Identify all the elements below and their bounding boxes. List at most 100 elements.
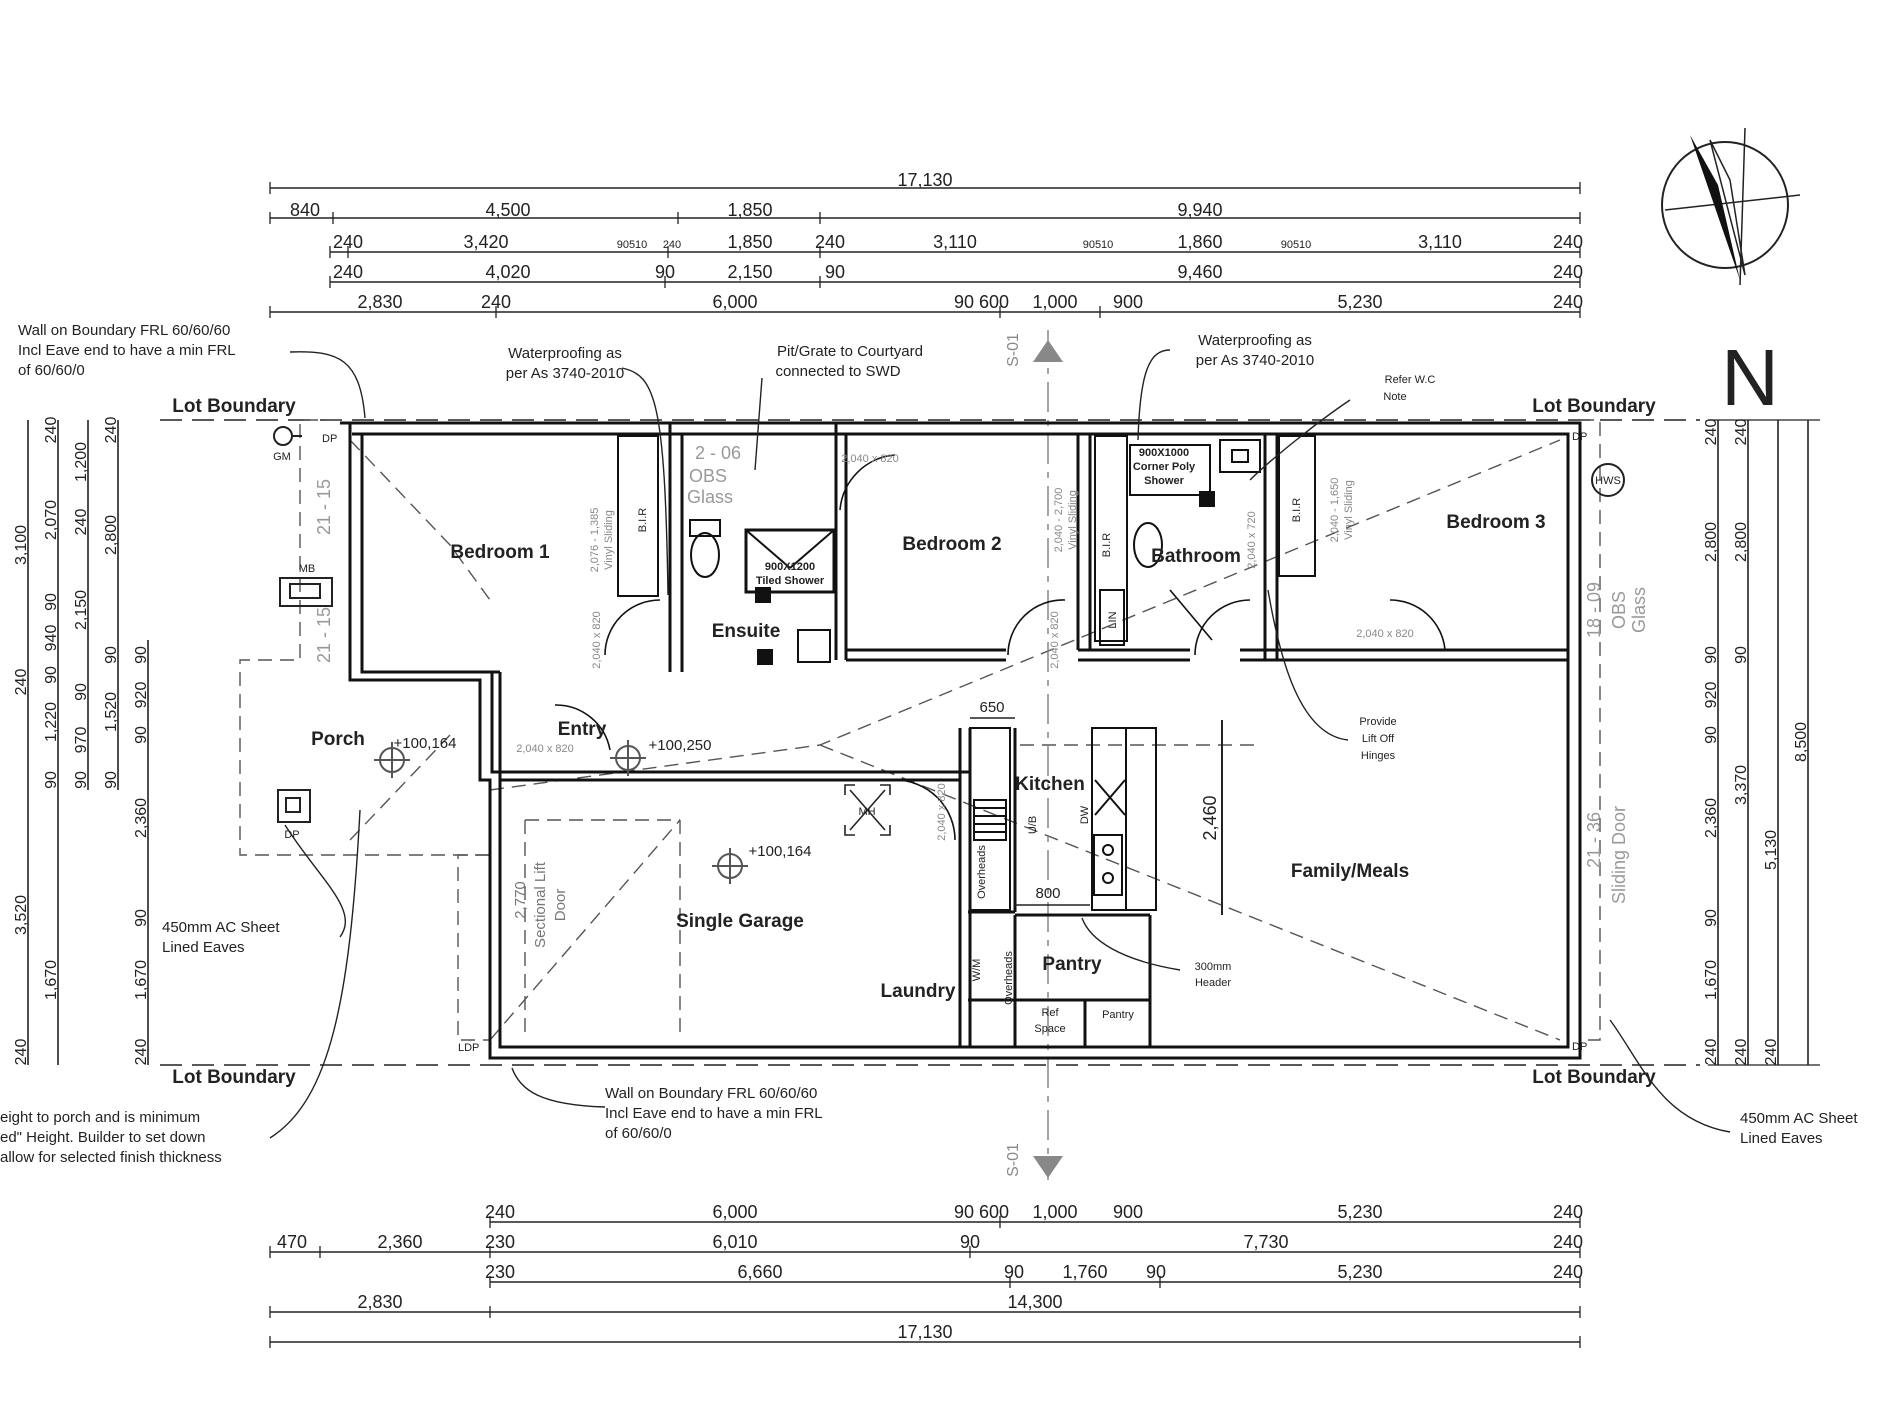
dim-label: 240: [1733, 419, 1750, 446]
dim-label: 240: [333, 232, 363, 252]
lot-boundary-label: Lot Boundary: [172, 396, 296, 417]
bir-label: B.I.R: [1101, 533, 1113, 558]
glass-label: Glass: [687, 487, 733, 507]
lot-boundary-label: Lot Boundary: [1532, 396, 1656, 417]
dishwasher-label: DW: [1079, 805, 1091, 824]
hot-water-label: HWS: [1595, 475, 1621, 487]
dim-label: 240: [485, 1202, 515, 1222]
linen-label: LIN: [1107, 611, 1119, 628]
section-label: S-01: [1005, 1143, 1022, 1177]
vinyl-sliding-label: 2,040 - 1,650: [1329, 478, 1341, 543]
dim-label: 7,730: [1243, 1232, 1288, 1252]
dim-label: 90: [43, 593, 60, 611]
room-entry: Entry: [558, 719, 607, 740]
left-dimension-labels: 3,100 240 3,520 240 240 2,070 90 940 90 …: [13, 417, 150, 1066]
section-cut-line: S-01 S-01: [1005, 330, 1063, 1180]
kitchen-bench: [969, 727, 1011, 911]
ref-space-label: Space: [1034, 1023, 1065, 1035]
dim-label: 2,830: [357, 292, 402, 312]
right-dimension-labels: 240 2,800 90 920 90 2,360 90 1,670 240 2…: [1703, 419, 1810, 1066]
sliding-door-label: Sliding Door: [1609, 806, 1629, 904]
manhole-icon: [844, 784, 891, 836]
dim-label: 4,020: [485, 262, 530, 282]
dim-label: 240: [1763, 1039, 1780, 1066]
note-pit-grate: Pit/Grate to Courtyard: [777, 343, 923, 360]
hot-water-icon: [1591, 463, 1625, 497]
dim-label: 230: [485, 1262, 515, 1282]
dim-label: 6,000: [712, 292, 757, 312]
dim-label: 240: [1703, 1039, 1720, 1066]
dim-2460: 2,460: [1200, 795, 1220, 840]
dim-label: 1,860: [1177, 232, 1222, 252]
obs-label: OBS: [1609, 591, 1629, 629]
dim-label: 90510: [617, 239, 648, 251]
dim-label: 940: [43, 625, 60, 652]
shower-label: Tiled Shower: [756, 575, 825, 587]
note-header: 300mm: [1195, 961, 1232, 973]
room-bedroom-2: Bedroom 2: [902, 534, 1001, 555]
dim-label: 920: [1703, 682, 1720, 709]
downpipe-label: DP: [1572, 431, 1587, 443]
top-dimension-labels: 17,130 840 4,500 1,850 9,940 240 3,420 9…: [290, 170, 1583, 312]
dim-label: 2,800: [1733, 522, 1750, 562]
dim-label: 240: [1733, 1039, 1750, 1066]
dim-label: 90: [655, 262, 675, 282]
lot-boundary-label: Lot Boundary: [1532, 1067, 1656, 1088]
room-family-meals: Family/Meals: [1291, 861, 1409, 882]
dim-650: 650: [979, 699, 1004, 716]
dim-label: 5,230: [1337, 292, 1382, 312]
dim-label: 1,220: [43, 702, 60, 742]
dim-label: 900: [1113, 292, 1143, 312]
room-bedroom-1: Bedroom 1: [450, 542, 550, 563]
dim-label: 240: [481, 292, 511, 312]
lot-boundary-lines: [160, 419, 1700, 1066]
dim-label: 600: [979, 292, 1009, 312]
dim-label: 240: [663, 239, 681, 251]
manhole-label: MH: [858, 806, 875, 818]
dim-label: 90: [133, 726, 150, 744]
dim-label: 240: [73, 509, 90, 536]
note-eaves-right: Lined Eaves: [1740, 1130, 1823, 1147]
dim-label: 3,110: [1418, 232, 1462, 252]
dim-label: 90: [1703, 646, 1720, 664]
dim-label: 1,200: [73, 442, 90, 482]
door-swings: [554, 454, 1446, 841]
dim-label: 90: [103, 646, 120, 664]
note-waterproofing-2: per As 3740-2010: [1196, 352, 1314, 369]
dim-label: 240: [1553, 1262, 1583, 1282]
note-porch-height: eight to porch and is minimum: [0, 1109, 200, 1126]
vinyl-sliding-label: 2,076 - 1,385: [589, 508, 601, 573]
dim-label: 3,370: [1733, 765, 1750, 805]
vinyl-sliding-label: 2,040 - 2,700: [1053, 488, 1065, 553]
note-wall-bottom: Wall on Boundary FRL 60/60/60: [605, 1085, 817, 1102]
dim-label: 90: [960, 1232, 980, 1252]
garage-door-label: Door: [552, 889, 569, 922]
door-size-label: 2,040 x 720: [1246, 511, 1258, 569]
dim-label: 90: [43, 771, 60, 789]
washing-machine-label: W/M: [971, 959, 983, 982]
dim-label: 240: [815, 232, 845, 252]
ref-label: Ref: [1041, 1007, 1059, 1019]
dim-label: 90: [73, 683, 90, 701]
room-pantry: Pantry: [1042, 954, 1102, 975]
dim-label: 1,670: [133, 960, 150, 1000]
glass-label: Glass: [1629, 587, 1649, 633]
dim-label: 240: [1553, 1232, 1583, 1252]
note-pit-grate: connected to SWD: [775, 363, 900, 380]
note-header: Header: [1195, 977, 1231, 989]
level-garage: +100,164: [749, 843, 812, 860]
room-kitchen: Kitchen: [1015, 774, 1085, 795]
dim-label: 240: [103, 417, 120, 444]
dim-label: 2,800: [103, 515, 120, 555]
dim-label: 2,360: [1703, 798, 1720, 838]
dim-label: 5,230: [1337, 1262, 1382, 1282]
dim-label: 240: [1553, 292, 1583, 312]
dim-label: 6,000: [712, 1202, 757, 1222]
dim-label: 3,100: [13, 525, 30, 565]
dim-label: 90: [1703, 909, 1720, 927]
note-wall-top: Incl Eave end to have a min FRL: [18, 342, 236, 359]
underbench-label: U/B: [1027, 816, 1039, 834]
dim-label: 240: [1553, 232, 1583, 252]
dim-label: 90510: [1281, 239, 1312, 251]
